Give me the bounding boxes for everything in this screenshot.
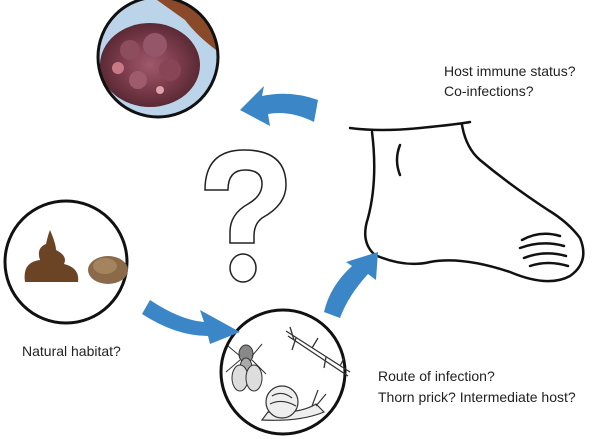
snail-icon	[260, 385, 327, 421]
mycetoma-lesion-photo	[96, 0, 220, 119]
fly-icon	[225, 343, 267, 392]
co-infections-label: Co-infections?	[444, 83, 534, 99]
dung-icon	[24, 230, 79, 282]
natural-habitat-label: Natural habitat?	[22, 343, 121, 359]
habitat-circle	[3, 199, 129, 325]
route-of-infection-label: Route of infection?	[378, 368, 495, 384]
soil-icon	[88, 256, 128, 284]
host-immune-status-label: Host immune status?	[444, 63, 576, 79]
thorn-intermediate-host-label: Thorn prick? Intermediate host?	[378, 389, 576, 405]
arrow-to-foot	[324, 252, 378, 318]
foot-drawing	[348, 120, 585, 283]
arrow-to-route	[142, 300, 240, 344]
arrow-to-lesion	[240, 86, 318, 126]
infection-route-circle	[219, 308, 351, 436]
question-mark-icon	[204, 149, 287, 283]
thorn-branch-icon	[285, 326, 351, 377]
